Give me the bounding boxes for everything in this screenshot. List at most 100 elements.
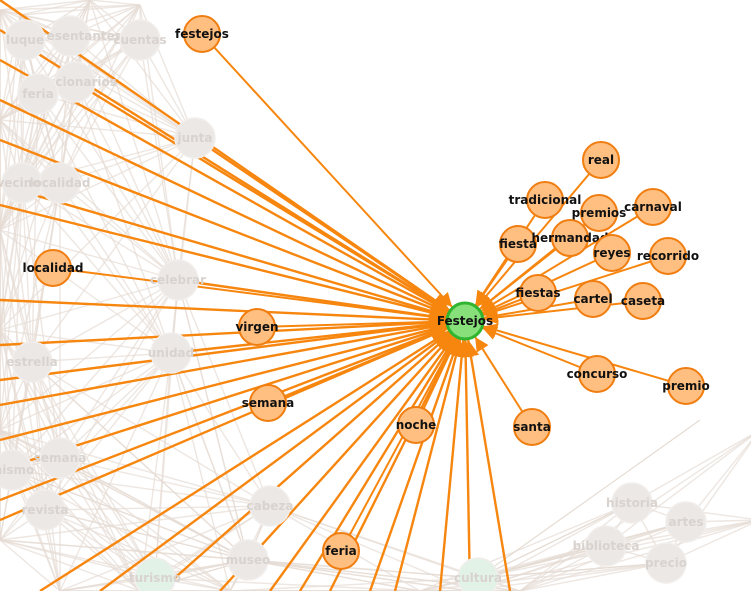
faded-node-label: celebrar bbox=[150, 273, 206, 287]
faded-edge bbox=[74, 81, 179, 281]
active-edge bbox=[483, 300, 644, 325]
node-carnaval[interactable]: carnaval bbox=[624, 188, 682, 226]
node-cartel[interactable]: cartel bbox=[573, 280, 613, 318]
faded-edge bbox=[31, 361, 156, 579]
node-circle bbox=[513, 408, 551, 446]
node-premio[interactable]: premio bbox=[662, 367, 710, 405]
node-circle bbox=[578, 355, 616, 393]
node-recorrido[interactable]: recorrido bbox=[637, 237, 699, 275]
faded-edge bbox=[37, 93, 196, 139]
faded-node[interactable]: biblioteca bbox=[573, 525, 640, 567]
faded-node-circle bbox=[457, 557, 499, 591]
node-label: carnaval bbox=[624, 200, 682, 214]
faded-nodes: representantescuentasluquefuncionariosfe… bbox=[0, 15, 707, 591]
faded-node[interactable]: unidad bbox=[148, 332, 194, 374]
faded-node[interactable]: cultura bbox=[454, 557, 502, 591]
active-edge bbox=[482, 326, 598, 375]
active-edge bbox=[0, 317, 447, 382]
node-fiesta[interactable]: fiesta bbox=[499, 225, 537, 263]
faded-node-circle bbox=[157, 259, 199, 301]
center-node-label: Festejos bbox=[437, 314, 493, 328]
faded-edge bbox=[31, 137, 196, 363]
faded-node[interactable]: mismo bbox=[0, 449, 34, 491]
faded-node[interactable]: estrella bbox=[6, 341, 58, 383]
faded-edge bbox=[247, 559, 471, 591]
faded-edge bbox=[44, 509, 249, 561]
node-circle bbox=[519, 274, 557, 312]
faded-node[interactable]: junta bbox=[174, 117, 216, 159]
node-virgen[interactable]: virgen bbox=[235, 308, 279, 346]
node-santa[interactable]: santa bbox=[513, 408, 551, 446]
faded-edge bbox=[31, 352, 172, 363]
faded-node[interactable]: localidad bbox=[29, 162, 91, 204]
node-fiestas[interactable]: fiestas bbox=[515, 274, 561, 312]
faded-edge bbox=[0, 119, 196, 139]
faded-node[interactable]: museo bbox=[226, 539, 271, 581]
faded-node-label: museo bbox=[226, 553, 271, 567]
faded-node[interactable]: celebrar bbox=[150, 259, 206, 301]
faded-node-circle bbox=[54, 61, 96, 103]
node-label: localidad bbox=[22, 261, 83, 275]
faded-edge bbox=[477, 545, 607, 579]
faded-node[interactable]: cabeza bbox=[246, 485, 294, 527]
faded-node-label: unidad bbox=[148, 346, 194, 360]
faded-edge bbox=[31, 361, 46, 511]
active-edge bbox=[0, 321, 447, 442]
active-edge bbox=[170, 316, 447, 355]
faded-node-label: precio bbox=[645, 556, 687, 570]
active-edge bbox=[0, 319, 447, 407]
node-circle bbox=[624, 282, 662, 320]
node-label: concurso bbox=[567, 367, 628, 381]
faded-node[interactable]: vecinos bbox=[0, 162, 48, 204]
node-label: caseta bbox=[621, 294, 665, 308]
faded-node-circle bbox=[17, 73, 59, 115]
node-label: real bbox=[588, 153, 614, 167]
center-node-circle bbox=[445, 301, 485, 341]
node-circle bbox=[34, 249, 72, 287]
faded-node[interactable]: cuentas bbox=[113, 19, 167, 61]
node-premios[interactable]: premios bbox=[572, 194, 627, 232]
node-circle bbox=[667, 367, 705, 405]
faded-node-label: feria bbox=[22, 87, 54, 101]
faded-node[interactable]: precio bbox=[645, 542, 687, 584]
active-edge bbox=[0, 327, 449, 522]
faded-node-circle bbox=[585, 525, 627, 567]
faded-node-circle bbox=[174, 117, 216, 159]
faded-node[interactable]: luque bbox=[4, 19, 46, 61]
faded-node[interactable]: historia bbox=[606, 482, 658, 524]
faded-node[interactable]: turismo bbox=[129, 557, 181, 591]
faded-node-circle bbox=[39, 162, 81, 204]
node-festejos[interactable]: festejos bbox=[175, 15, 229, 53]
node-real[interactable]: real bbox=[582, 141, 620, 179]
faded-edge bbox=[177, 279, 271, 507]
faded-edge bbox=[0, 505, 271, 541]
node-reyes[interactable]: reyes bbox=[593, 234, 631, 272]
faded-node[interactable]: semana bbox=[34, 437, 87, 479]
faded-edge bbox=[0, 429, 271, 507]
node-semana[interactable]: semana bbox=[242, 384, 295, 422]
node-hermandad[interactable]: hermandad bbox=[531, 219, 609, 257]
node-caseta[interactable]: caseta bbox=[621, 282, 665, 320]
faded-edge bbox=[139, 39, 179, 281]
faded-edge bbox=[519, 521, 751, 591]
node-concurso[interactable]: concurso bbox=[567, 355, 628, 393]
active-edge bbox=[476, 159, 602, 308]
faded-node-circle bbox=[150, 332, 192, 374]
active-edge bbox=[0, 203, 447, 321]
faded-node-circle bbox=[665, 501, 707, 543]
node-localidad[interactable]: localidad bbox=[22, 249, 84, 287]
node-label: fiesta bbox=[499, 237, 537, 251]
active-edge bbox=[0, 98, 449, 314]
faded-node[interactable]: artes bbox=[665, 501, 707, 543]
node-noche[interactable]: noche bbox=[396, 406, 437, 444]
faded-node[interactable]: feria bbox=[17, 73, 59, 115]
faded-node[interactable]: revista bbox=[22, 489, 69, 531]
node-feria[interactable]: feria bbox=[322, 532, 360, 570]
center-node-group: Festejos bbox=[437, 301, 493, 341]
node-tradicional[interactable]: tradicional bbox=[509, 181, 582, 219]
active-edge bbox=[457, 339, 475, 591]
node-festejos-center[interactable]: Festejos bbox=[437, 301, 493, 341]
faded-edge bbox=[59, 457, 271, 507]
